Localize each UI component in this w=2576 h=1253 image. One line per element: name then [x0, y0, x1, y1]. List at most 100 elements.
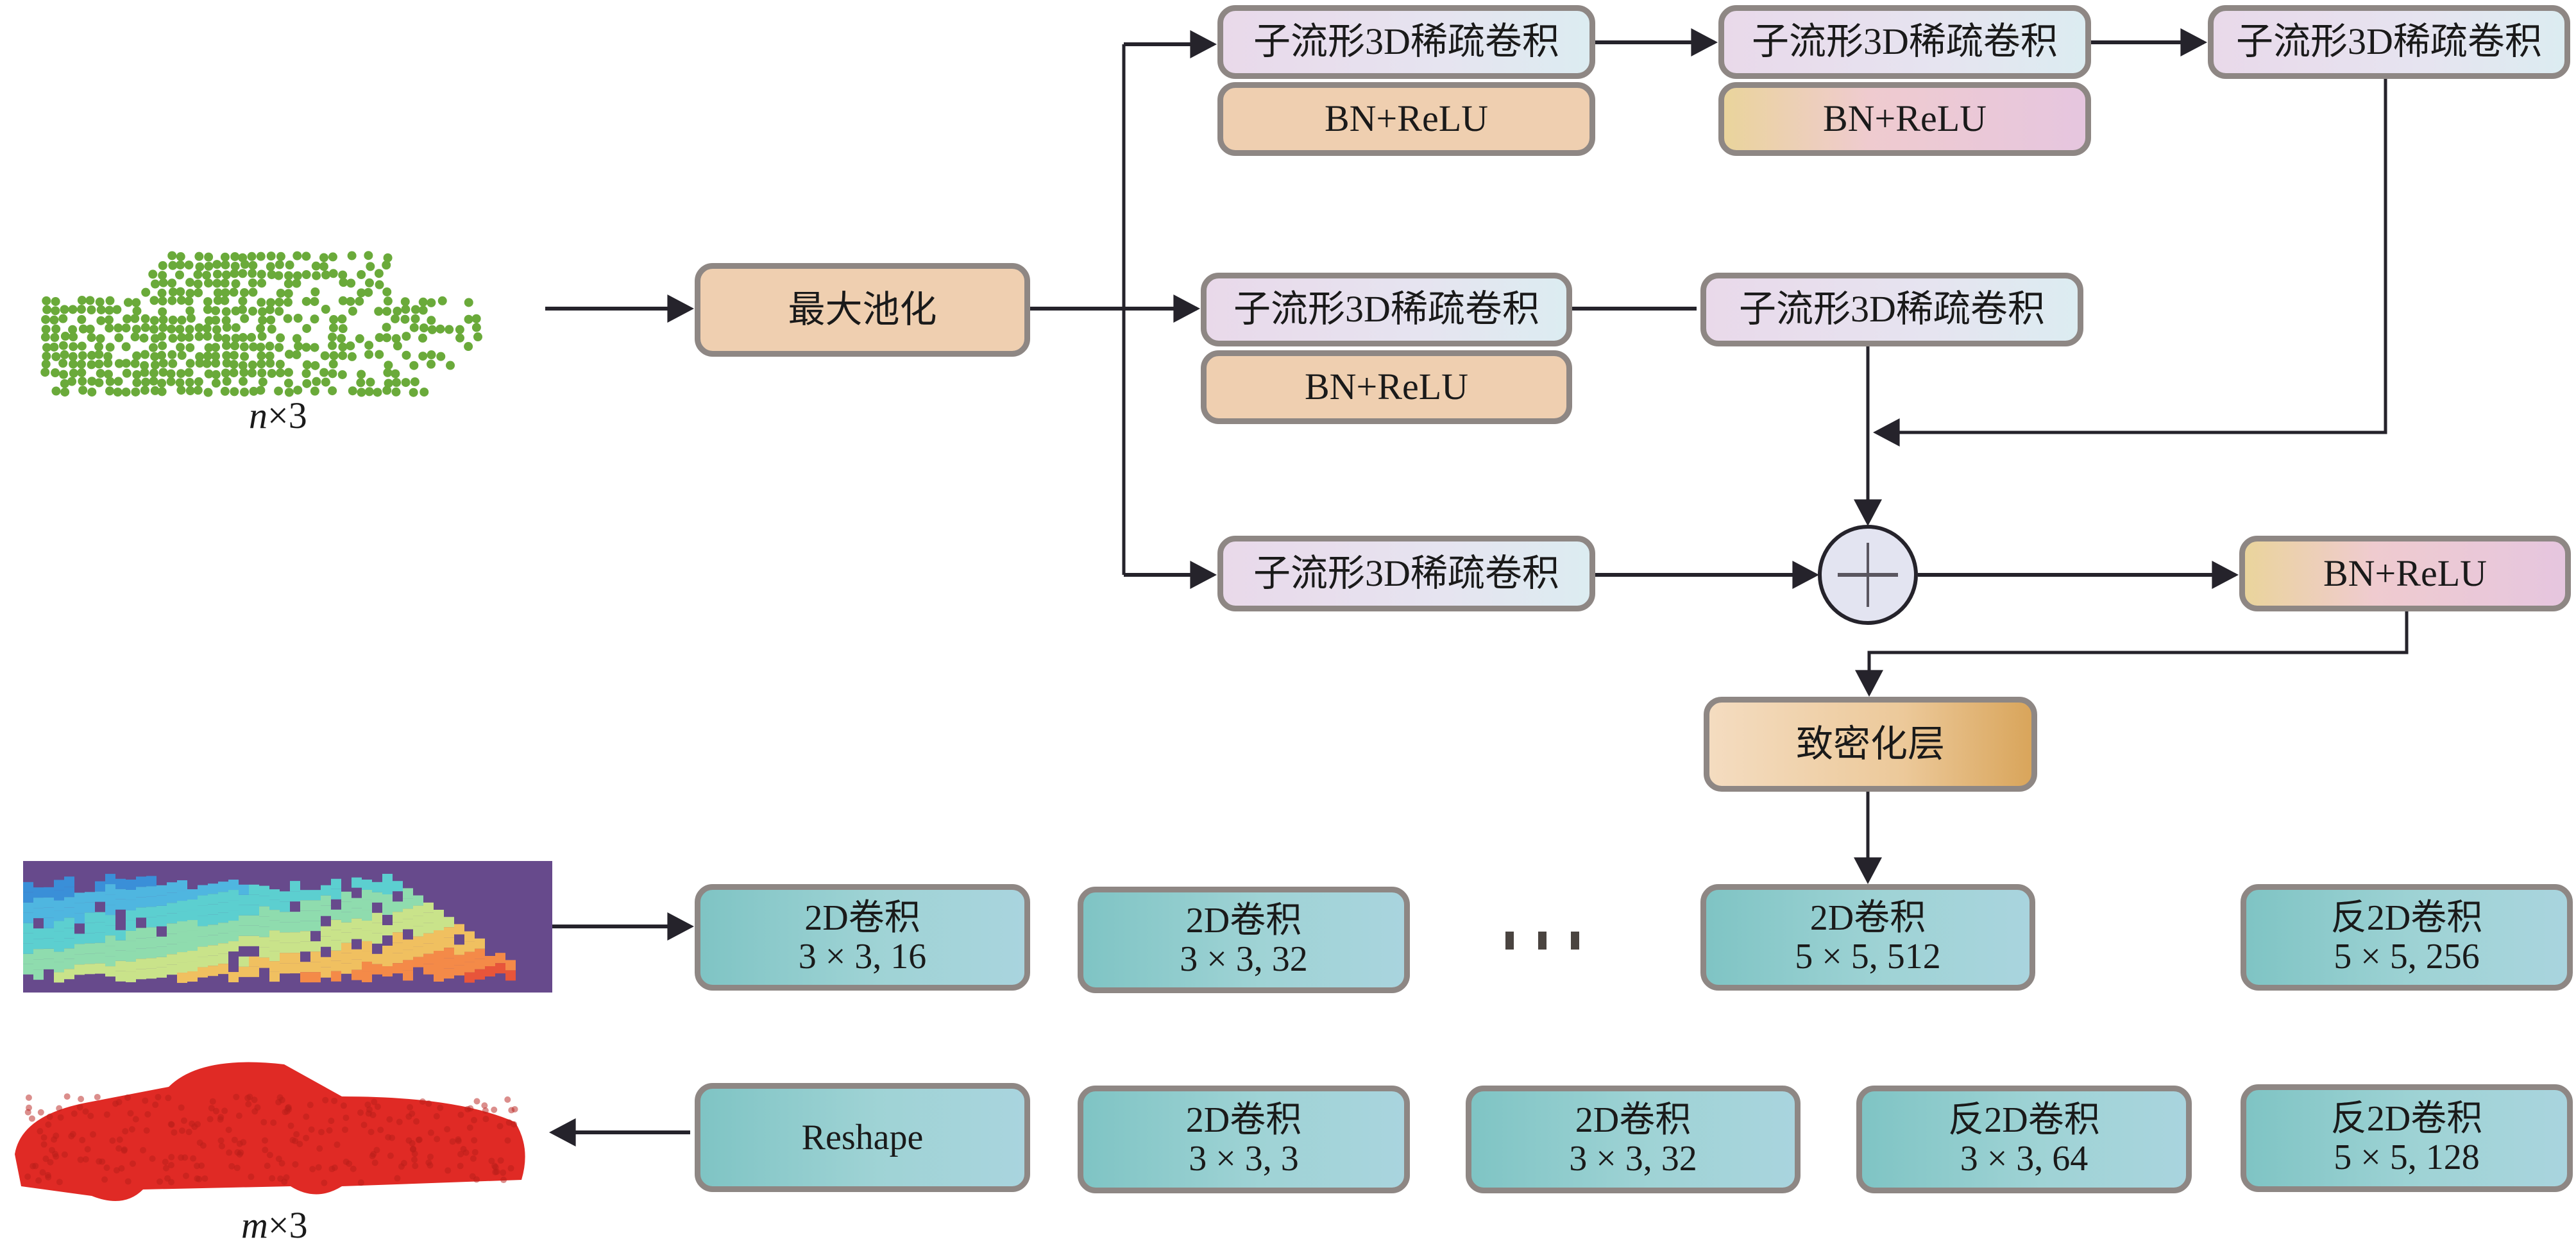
- point-cloud-point: [230, 341, 240, 351]
- point-cloud-point: [60, 305, 69, 314]
- point-cloud-point: [207, 1116, 214, 1123]
- point-cloud-point: [228, 1163, 235, 1170]
- point-cloud-point: [143, 1127, 150, 1134]
- heatmap-cell: [218, 964, 228, 975]
- point-cloud-point: [190, 1155, 197, 1162]
- heatmap-cell: [290, 953, 300, 964]
- encoder-conv-2-name: 2D卷积: [1185, 900, 1302, 941]
- point-cloud-point: [418, 305, 428, 315]
- heatmap-cell: [393, 901, 403, 912]
- point-cloud-point: [204, 252, 214, 262]
- point-cloud-point: [382, 323, 391, 332]
- point-cloud-point: [511, 1105, 518, 1112]
- point-cloud-point: [193, 269, 203, 279]
- heatmap-cell: [382, 905, 393, 915]
- point-cloud-point: [184, 332, 194, 342]
- point-cloud-point: [455, 1136, 462, 1143]
- point-cloud-point: [203, 351, 212, 361]
- heatmap-cell: [413, 895, 423, 906]
- point-cloud-point: [231, 1136, 238, 1143]
- point-cloud-point: [177, 350, 187, 360]
- point-cloud-point: [185, 359, 195, 368]
- heatmap-cell: [187, 899, 198, 910]
- point-cloud-point: [194, 323, 204, 333]
- densify-layer: 致密化层: [1704, 697, 2037, 792]
- heatmap-cell: [198, 895, 208, 906]
- point-cloud-point: [292, 251, 302, 260]
- point-cloud-point: [328, 369, 337, 379]
- heatmap-cell: [382, 894, 393, 905]
- point-cloud-point: [473, 1098, 480, 1105]
- point-cloud-point: [229, 359, 239, 369]
- output-shape-label: m×3: [241, 1204, 308, 1247]
- heatmap-cell: [177, 942, 187, 953]
- point-cloud-point: [262, 1146, 269, 1154]
- point-cloud-point: [375, 280, 384, 289]
- point-cloud-point: [76, 305, 86, 314]
- heatmap-cell: [321, 905, 331, 916]
- heatmap-cell: [382, 946, 393, 956]
- heatmap-cell: [54, 880, 64, 891]
- point-cloud-point: [87, 350, 97, 360]
- point-cloud-point: [42, 296, 51, 305]
- point-cloud-point: [176, 343, 185, 352]
- point-cloud-point: [76, 359, 86, 369]
- point-cloud-point: [266, 359, 275, 368]
- point-cloud-point: [51, 306, 60, 316]
- heatmap-cell: [115, 878, 126, 889]
- point-cloud-point: [176, 287, 185, 296]
- point-cloud-point: [328, 269, 338, 278]
- heatmap-cell: [228, 972, 239, 983]
- top-sparse-conv-1: 子流形3D稀疏卷积: [1217, 5, 1595, 79]
- point-cloud-point: [221, 288, 230, 298]
- heatmap-cell: [331, 940, 341, 951]
- point-cloud-point: [96, 305, 106, 314]
- heatmap-cell: [300, 941, 310, 952]
- point-cloud-point: [149, 316, 159, 325]
- point-cloud-point: [269, 1175, 276, 1182]
- heatmap-cell: [218, 933, 228, 944]
- point-cloud-point: [166, 377, 176, 386]
- point-cloud-point: [175, 270, 185, 280]
- heatmap-cell: [259, 896, 269, 907]
- point-cloud-point: [167, 350, 177, 359]
- heatmap-cell: [362, 899, 372, 910]
- heatmap-cell: [167, 954, 177, 965]
- point-cloud-point: [471, 1116, 478, 1123]
- point-cloud-point: [185, 386, 195, 396]
- decoder-deconv-4-name: 反2D卷积: [2330, 1098, 2483, 1139]
- point-cloud-point: [149, 296, 159, 305]
- point-cloud-point: [302, 360, 312, 370]
- point-cloud-point: [185, 1129, 192, 1136]
- point-cloud-point: [212, 260, 222, 269]
- heatmap-cell: [259, 926, 269, 937]
- heatmap-cell: [198, 946, 208, 957]
- point-cloud-point: [457, 1111, 464, 1118]
- heatmap-cell: [208, 935, 218, 946]
- heatmap-cell: [485, 956, 495, 966]
- heatmap-cell: [157, 957, 167, 967]
- heatmap-cell: [423, 902, 434, 913]
- heatmap-cell: [64, 969, 74, 980]
- heatmap-cell: [280, 942, 290, 953]
- point-cloud-point: [402, 332, 411, 341]
- heatmap-cell: [187, 971, 198, 982]
- heatmap-cell: [321, 895, 331, 906]
- point-cloud-point: [185, 378, 194, 388]
- heatmap-cell: [74, 964, 85, 975]
- point-cloud-point: [382, 287, 392, 296]
- heatmap-cell: [239, 894, 249, 905]
- heatmap-cell: [136, 876, 146, 887]
- point-cloud-point: [182, 1172, 189, 1179]
- point-cloud-point: [105, 377, 115, 386]
- heatmap-cell: [105, 925, 115, 936]
- point-cloud-point: [266, 1152, 273, 1159]
- point-cloud-point: [260, 1119, 267, 1126]
- point-cloud-point: [140, 323, 150, 332]
- point-cloud-point: [103, 352, 113, 361]
- arrowhead-icon: [1854, 857, 1882, 884]
- heatmap-cell: [352, 908, 362, 919]
- point-cloud-point: [114, 359, 124, 368]
- point-cloud-point: [132, 306, 142, 316]
- point-cloud-point: [292, 1161, 299, 1168]
